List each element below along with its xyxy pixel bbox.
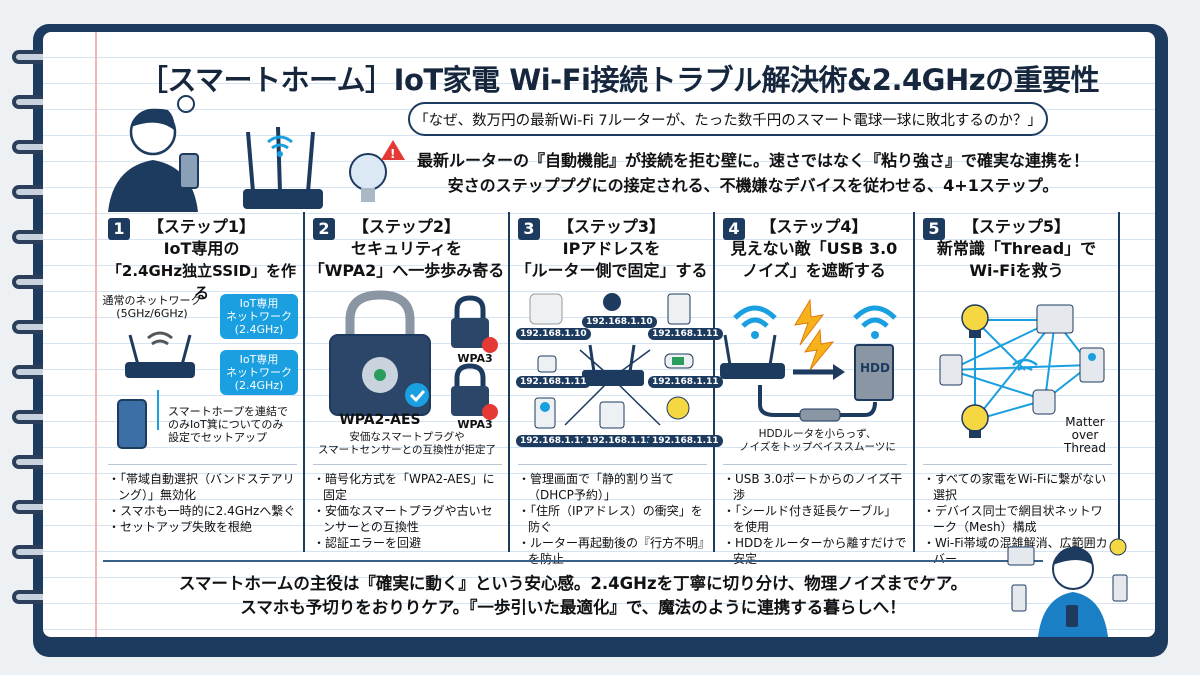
step-heading-line-2: 「WPA2」へ一歩歩み寄る — [308, 261, 505, 280]
bullet: ・「住所（IPアドレス）の衝突」を防ぐ — [518, 504, 703, 534]
caption-line: 設定でセットアップ — [168, 431, 267, 444]
lock-icons — [329, 290, 498, 420]
step-label: 【ステップ3】 — [557, 217, 666, 236]
bullet: ・デバイス同士で網目状ネットワーク（Mesh）構成 — [923, 504, 1103, 534]
caption-line: HDDルータを小らっず、 — [758, 428, 877, 440]
step-bullets: ・「帯域自動選択（バンドステアリング）」無効化・スマホも一時的に2.4GHzへ繋… — [108, 464, 297, 535]
step-label: 【ステップ4】 — [760, 217, 868, 236]
normal-network-label: 通常のネットワーク — [102, 294, 202, 307]
step-heading-line-1: セキュリティを — [350, 239, 463, 258]
step-heading-line-1: 新常識「Thread」で — [936, 239, 1097, 258]
bullet: ・セットアップ失敗を根絶 — [108, 520, 253, 534]
step-label: 【ステップ1】 — [147, 217, 256, 236]
bullet: ・ルーター再起動後の『行方不明』を防止 — [518, 536, 705, 566]
subtitle-line-1: 最新ルーターの『自動機能』が接続を拒む壁に。速さではなく『粘り強さ』で確実な連携… — [416, 151, 1089, 170]
step-number: 1 — [108, 218, 130, 240]
step-heading-line-2: Wi-Fiを救う — [969, 261, 1064, 280]
ip-label: 192.168.1.13 — [582, 435, 657, 447]
caption-line: スマートセンサーとの互換性が拒定了 — [317, 444, 497, 456]
step-number: 3 — [518, 218, 540, 240]
step-number: 5 — [923, 218, 945, 240]
happy-person-icon — [1007, 538, 1128, 637]
bullet: ・「帯域自動選択（バンドステアリング）」無効化 — [108, 472, 295, 502]
caption-line: over Thread — [1064, 428, 1106, 455]
step-label: 【ステップ5】 — [962, 217, 1071, 236]
caption-line: のみIoT箕についてのみ — [168, 418, 284, 431]
iot-network-box: IoT専用ネットワーク(2.4GHz) — [220, 294, 298, 339]
device-network-icons — [529, 293, 694, 429]
step-heading-line-2: 「2.4GHz独立SSID」を作る — [106, 262, 297, 302]
hdd-label: HDD — [860, 361, 890, 375]
ip-label: 192.168.1.11 — [648, 328, 723, 340]
step-heading-line-2: ノイズ」を遮断する — [742, 261, 886, 280]
ip-label: 192.168.1.12 — [516, 435, 591, 447]
router-noise-hdd-icons — [720, 298, 897, 422]
ip-label: 192.168.1.10 — [582, 316, 657, 328]
margin-line — [95, 32, 97, 637]
bullet: ・「シールド付き延長ケーブル」を使用 — [723, 504, 897, 534]
footer-line-2: スマホも予切りをおりりケア。『一歩引いた最適化』で、魔法のように連携する暮らしへ… — [240, 598, 906, 617]
step-number: 2 — [313, 218, 335, 240]
step-bullets: ・USB 3.0ポートからのノイズ干渉・「シールド付き延長ケーブル」を使用・HD… — [723, 464, 907, 567]
wpa3-label: WPA3 — [457, 418, 493, 431]
step-bullets: ・すべての家電をWi-Fiに繋がない選択・デバイス同士で網目状ネットワーク（Me… — [923, 464, 1112, 567]
page-title: ［スマートホーム］IoT家電 Wi-Fi接続トラブル解決術&2.4GHzの重要性 — [138, 63, 1100, 97]
router-icon — [243, 126, 323, 209]
wpa2-aes-label: WPA2-AES — [339, 412, 421, 428]
iot-network-box: IoT専用ネットワーク(2.4GHz) — [220, 350, 298, 395]
svg-text:!: ! — [390, 147, 395, 161]
wpa3-label: WPA3 — [457, 352, 493, 365]
router-phone-icon — [117, 331, 195, 449]
ip-label: 192.168.1.10 — [516, 328, 591, 340]
step-heading-line-1: IPアドレスを — [562, 239, 661, 258]
notebook-page: ［スマートホーム］IoT家電 Wi-Fi接続トラブル解決術&2.4GHzの重要性… — [43, 32, 1155, 637]
step-label: 【ステップ2】 — [352, 217, 461, 236]
confused-person-icon — [108, 95, 199, 212]
caption-line: 安価なスマートプラグや — [349, 431, 465, 443]
step-2-illustration: WPA3 WPA3 WPA2-AES 安価なスマートプラグやスマートセンサーとの… — [305, 290, 508, 460]
ip-label: 192.168.1.11 — [648, 376, 723, 388]
bullet: ・スマホも一時的に2.4GHzへ繋ぐ — [108, 504, 296, 518]
step-4-illustration: HDD HDDルータを小らっず、ノイズをトップベイススムーツに — [715, 290, 913, 460]
ip-label: 192.168.1.11 — [648, 435, 723, 447]
step-bullets: ・暗号化方式を「WPA2-AES」に固定・安価なスマートプラグや古いセンサーとの… — [313, 464, 502, 551]
step-heading-line-1: IoT専用の — [163, 239, 240, 258]
step-1-illustration: 通常のネットワーク(5GHz/6GHz) IoT専用ネットワーク(2.4GHz)… — [100, 290, 303, 460]
caption-line: Matter — [1065, 415, 1105, 429]
header-illustration: ! — [108, 95, 405, 212]
bullet: ・すべての家電をWi-Fiに繋がない選択 — [923, 472, 1107, 502]
step-3-illustration: 192.168.1.10 192.168.1.10 192.168.1.11 1… — [510, 290, 723, 460]
step-2-column: 2 【ステップ2】セキュリティを「WPA2」へ一歩歩み寄る WPA3 WPA3 … — [305, 212, 510, 552]
bullet: ・Wi-Fi帯域の混雑解消、広範囲カバー — [923, 536, 1108, 566]
footer-line-1: スマートホームの主役は『確実に動く』という安心感。2.4GHzを丁寧に切り分け、… — [178, 574, 968, 593]
caption-line: ノイズをトップベイススムーツに — [739, 441, 896, 453]
footer-summary: スマートホームの主役は『確実に動く』という安心感。2.4GHzを丁寧に切り分け、… — [103, 560, 1043, 637]
step-heading-line-2: 「ルーター側で固定」する — [515, 261, 708, 280]
step-1-column: 1 【ステップ1】 IoT専用の「2.4GHz独立SSID」を作る 通常のネットワ… — [100, 212, 305, 552]
bullet: ・安価なスマートプラグや古いセンサーとの互換性 — [313, 504, 493, 534]
normal-band-label: (5GHz/6GHz) — [116, 307, 188, 320]
thread-mesh-icons — [939, 304, 1105, 438]
bullet: ・認証エラーを回避 — [313, 536, 422, 550]
subtitle-line-2: 安さのステッププグにの接定される、不機嫌なデバイスを従わせる、4+1ステップ。 — [447, 176, 1059, 195]
step-heading-line-1: 見えない敵「USB 3.0 — [730, 239, 898, 258]
step-number: 4 — [723, 218, 745, 240]
bullet: ・HDDをルーターから離すだけで安定 — [723, 536, 907, 566]
step-bullets: ・管理画面で「静的割り当て（DHCP予約）」・「住所（IPアドレス）の衝突」を防… — [518, 464, 707, 567]
bullet: ・USB 3.0ポートからのノイズ干渉 — [723, 472, 903, 502]
speech-bubble: 「なぜ、数万円の最新Wi-Fi 7ルーターが、たった数千円のスマート電球一球に敗… — [408, 102, 1048, 136]
bullet: ・暗号化方式を「WPA2-AES」に固定 — [313, 472, 495, 502]
bulb-alert-icon: ! — [349, 140, 405, 202]
step-4-column: 4 【ステップ4】見えない敵「USB 3.0 ノイズ」を遮断する HDD HDDル… — [715, 212, 915, 566]
caption-line: スマートホープを連結で — [168, 405, 289, 418]
bullet: ・管理画面で「静的割り当て（DHCP予約）」 — [518, 472, 675, 502]
step-3-column: 3 【ステップ3】 IPアドレスを「ルーター側で固定」する 192.168.1.1… — [510, 212, 723, 566]
ip-label: 192.168.1.11 — [516, 376, 591, 388]
